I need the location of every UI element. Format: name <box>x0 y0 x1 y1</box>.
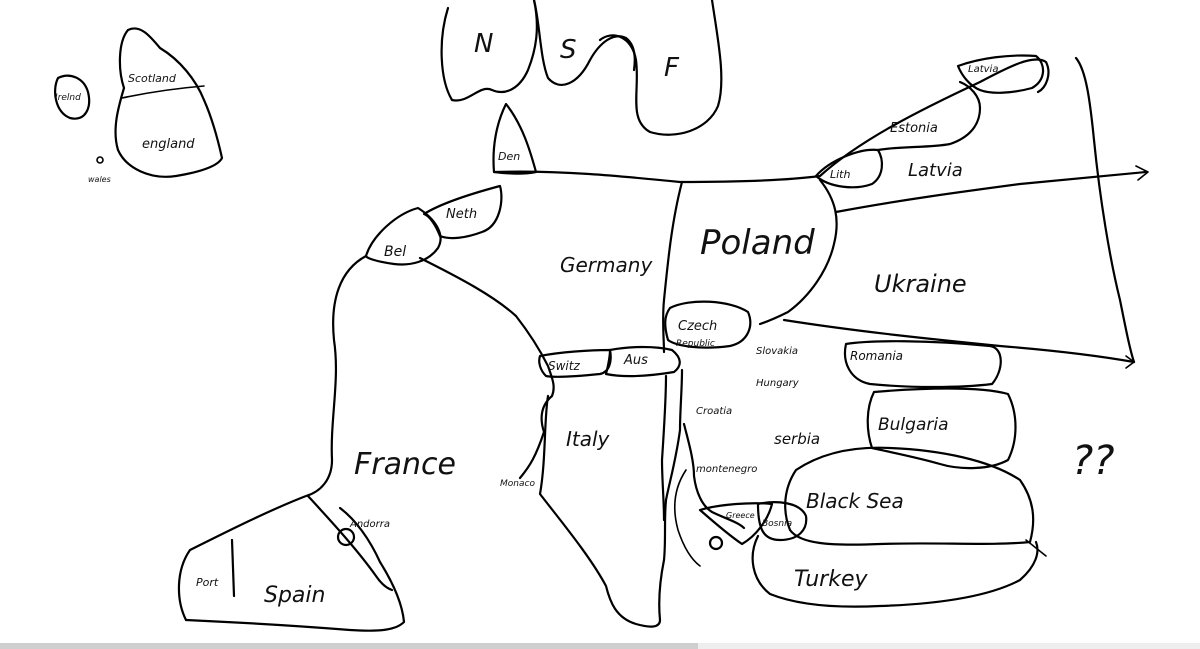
ukraine-arrow-head <box>1135 165 1149 181</box>
label-austria: Aus <box>623 353 648 368</box>
switzerland-outline <box>538 348 612 378</box>
latvia-estonia-border <box>876 80 982 152</box>
scrollbar-thumb[interactable] <box>0 643 698 649</box>
france-spain-border <box>306 494 394 592</box>
lithuania-outline <box>814 148 884 189</box>
denmark-outline <box>492 102 538 175</box>
label-czech-2: Republic <box>676 339 715 349</box>
andorra-circle <box>336 527 356 547</box>
east-frontier <box>1074 56 1136 364</box>
turkey-outline <box>751 534 1039 608</box>
west-coast <box>177 254 368 622</box>
france-east-border <box>418 256 555 480</box>
country-labels: Irelnd Scotland england wales N S F Den … <box>55 29 1114 608</box>
label-greece: Greece <box>726 511 755 520</box>
label-germany: Germany <box>560 253 653 277</box>
label-netherlands: Neth <box>446 207 477 222</box>
label-scotland: Scotland <box>128 72 177 85</box>
ireland-outline <box>54 74 91 120</box>
label-romania: Romania <box>850 349 903 363</box>
austria-outline <box>604 345 681 378</box>
label-norway: N <box>474 29 493 59</box>
coast-tick <box>1025 539 1047 557</box>
label-poland: Poland <box>700 223 815 263</box>
poland-ukraine-border <box>758 178 838 326</box>
label-france: France <box>354 447 456 482</box>
germany-poland-border <box>662 180 684 354</box>
great-britain-outline <box>114 27 224 178</box>
mainland <box>177 54 1149 632</box>
label-portugal: Port <box>196 576 219 589</box>
label-england: england <box>142 137 195 152</box>
italy-outline <box>538 368 684 628</box>
label-ireland: Irelnd <box>55 93 81 103</box>
label-switzerland: Switz <box>548 359 580 373</box>
balkan-coast <box>682 422 746 530</box>
label-latvia-north: Latvia <box>968 64 998 75</box>
arrow-tip-lower <box>1125 355 1135 369</box>
label-belgium: Bel <box>384 244 406 260</box>
label-hungary: Hungary <box>756 378 800 389</box>
norway-outline <box>440 0 538 102</box>
label-finland: F <box>664 53 680 83</box>
southern-ukraine-line <box>782 318 1136 364</box>
label-ukraine: Ukraine <box>874 270 967 298</box>
label-bulgaria: Bulgaria <box>878 415 949 435</box>
label-estonia: Estonia <box>890 121 938 136</box>
baltic-ukraine-line <box>834 170 1148 214</box>
label-wales: wales <box>88 175 111 184</box>
label-latvia-east: Latvia <box>908 160 963 181</box>
south-coast-iberia <box>184 506 406 632</box>
bosnia-outline <box>756 501 808 542</box>
label-italy: Italy <box>566 427 611 451</box>
label-andorra: Andorra <box>349 519 390 530</box>
portugal-spain-border <box>230 538 236 598</box>
horizontal-scrollbar[interactable] <box>0 643 1200 649</box>
scandinavia <box>440 0 723 175</box>
czech-outline <box>664 300 752 349</box>
italy-austria-line <box>660 374 668 522</box>
aegean-arc <box>673 469 701 567</box>
belgium-outline <box>364 206 442 266</box>
label-czech-1: Czech <box>678 319 717 334</box>
wales-dot <box>96 156 104 164</box>
label-sweden: S <box>560 35 577 65</box>
sweden-outline <box>532 0 636 86</box>
black-sea-outline <box>784 446 1035 546</box>
greece-outline <box>698 502 774 546</box>
label-monaco: Monaco <box>500 479 535 489</box>
british-isles <box>54 27 224 178</box>
label-denmark: Den <box>498 150 520 163</box>
label-croatia: Croatia <box>696 406 732 417</box>
label-black-sea: Black Sea <box>806 489 904 513</box>
island-circle <box>708 535 724 551</box>
scotland-england-border <box>121 85 205 99</box>
label-lithuania: Lith <box>830 168 850 181</box>
label-montenegro: montenegro <box>696 464 757 475</box>
label-unknown: ?? <box>1072 438 1114 484</box>
label-bosnia: Bosnia <box>762 519 792 529</box>
label-turkey: Turkey <box>794 567 868 592</box>
finland-outline <box>598 0 723 136</box>
label-slovakia: Slovakia <box>756 346 798 357</box>
label-serbia: serbia <box>774 430 820 448</box>
romania-outline <box>843 340 1002 389</box>
label-spain: Spain <box>264 583 325 608</box>
latvia-north-outline <box>956 54 1045 94</box>
